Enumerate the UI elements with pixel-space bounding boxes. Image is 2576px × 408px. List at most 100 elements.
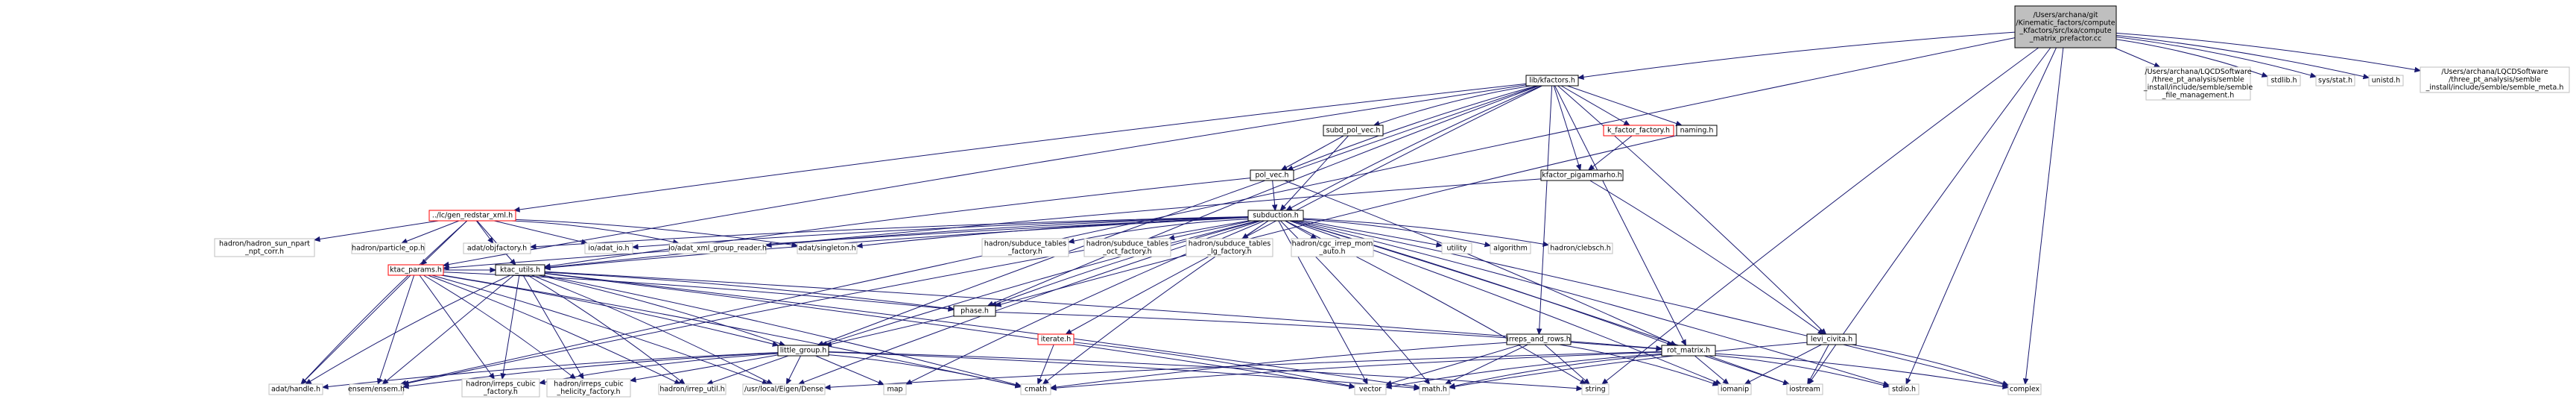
node-label-line: hadron/irreps_cubic xyxy=(466,380,535,388)
edge-root-to-iostream xyxy=(1808,47,2051,386)
node-ktacutils[interactable]: ktac_utils.h xyxy=(495,264,545,276)
node-littlegroup[interactable]: little_group.h xyxy=(777,345,829,357)
node-box xyxy=(2267,75,2301,87)
node-box xyxy=(1540,169,1624,181)
edge-ktacutils-to-eigen xyxy=(531,274,773,385)
node-label-line: /Users/archana/LQCDSoftware xyxy=(2145,68,2251,76)
node-box xyxy=(1888,383,1920,395)
node-stdlib: stdlib.h xyxy=(2267,75,2301,87)
edge-libkfactors-to-naming xyxy=(1567,85,1683,127)
node-iterates[interactable]: iterate.h xyxy=(1037,333,1075,345)
node-box xyxy=(658,383,727,395)
node-label-line: io/adat_io.h xyxy=(588,245,629,253)
edge-subdpolvec-to-subduction xyxy=(1279,135,1349,211)
node-particleop: hadron/particle_op.h xyxy=(351,242,425,254)
node-label-line: phase.h xyxy=(961,307,989,316)
node-label-line: /Users/archana/LQCDSoftware xyxy=(2441,68,2548,76)
edge-subduction-to-rotmatrix xyxy=(1291,220,1674,346)
node-label-line: _install/include/semble/semble xyxy=(2143,84,2253,92)
edge-root-to-semble_file xyxy=(2114,47,2161,68)
node-subdpolvec[interactable]: subd_pol_vec.h xyxy=(1323,125,1384,136)
edge-root-to-ensem xyxy=(399,37,2016,386)
node-box xyxy=(777,345,829,357)
edge-rotmatrix-to-cmath xyxy=(1049,351,1662,391)
node-label-line: _factory.h xyxy=(1007,248,1042,256)
edge-root-to-string xyxy=(1601,47,2039,385)
node-label-line: iomanip xyxy=(1721,386,1749,394)
edge-libkfactors-to-kfactorpi xyxy=(1553,85,1582,172)
node-box xyxy=(546,378,631,398)
node-label-line: naming.h xyxy=(1680,127,1714,135)
node-naming[interactable]: naming.h xyxy=(1676,125,1718,136)
edge-libkfactors-to-ktacparams xyxy=(442,84,1527,268)
node-libkfactors[interactable]: lib/kfactors.h xyxy=(1525,75,1579,87)
edge-ktacparams-to-ensem xyxy=(377,274,415,386)
node-box xyxy=(1323,125,1384,136)
node-label-line: ensem/ensem.h xyxy=(348,386,405,394)
edge-ktacparams-to-littlegroup xyxy=(440,274,779,347)
node-levicivita[interactable]: levi_civita.h xyxy=(1806,333,1857,345)
edge-libkfactors-to-irrepsrows xyxy=(1536,85,1553,336)
node-utility: utility xyxy=(1441,242,1472,254)
edge-kfactor-to-kfactorpi xyxy=(1587,135,1633,171)
node-box xyxy=(2420,66,2570,93)
node-redstar[interactable]: ../lc/gen_redstar_xml.h xyxy=(428,210,516,222)
edge-ktacutils-to-ensem xyxy=(382,274,514,385)
node-label-line: vector xyxy=(1359,386,1382,394)
edge-redstar-to-objfactory xyxy=(475,220,494,245)
node-label-line: lib/kfactors.h xyxy=(1529,77,1575,85)
edge-rotmatrix-to-mathh xyxy=(1448,354,1662,389)
node-label-line: stdlib.h xyxy=(2270,77,2297,85)
edge-libkfactors-to-rotmatrix xyxy=(1554,85,1687,347)
edge-ktacutils-to-phase xyxy=(544,272,955,312)
node-box xyxy=(584,242,633,254)
node-kfactor[interactable]: k_factor_factory.h xyxy=(1603,125,1674,136)
node-box xyxy=(883,383,907,395)
node-irrepsrows[interactable]: irreps_and_rows.h xyxy=(1506,333,1572,345)
edge-root-to-complex xyxy=(2022,47,2064,386)
node-box xyxy=(349,383,404,395)
edge-subduction-to-complex xyxy=(1298,220,2010,387)
node-label-line: levi_civita.h xyxy=(1811,336,1852,344)
node-hadronsun: hadron/hadron_sun_npart_npt_corr.h xyxy=(214,238,315,257)
node-label-line: _matrix_prefactor.cc xyxy=(2029,34,2101,43)
node-root[interactable]: /Users/archana/git/Kinematic_factors/com… xyxy=(2014,5,2117,48)
node-polvec[interactable]: pol_vec.h xyxy=(1250,169,1294,181)
node-label-line: /three_pt_analysis/semble xyxy=(2152,75,2244,84)
edge-littlegroup-to-string xyxy=(828,351,1583,392)
node-label-line: hadron/particle_op.h xyxy=(352,245,425,253)
node-kfactorpi[interactable]: kfactor_pigammarho.h xyxy=(1540,169,1624,181)
node-subduction[interactable]: subduction.h xyxy=(1247,210,1304,222)
node-label-line: ../lc/gen_redstar_xml.h xyxy=(432,212,513,220)
node-eigen: /usr/local/Eigen/Dense xyxy=(742,383,826,395)
edge-littlegroup-to-ensem xyxy=(402,352,779,389)
edge-levicivita-to-iostream xyxy=(1807,344,1829,386)
node-objfactory: adat/objfactory.h xyxy=(463,242,531,254)
node-box xyxy=(1247,210,1304,222)
node-box xyxy=(1020,383,1051,395)
node-label-line: _factory.h xyxy=(483,388,518,396)
node-ktacparams[interactable]: ktac_params.h xyxy=(387,264,444,276)
node-box xyxy=(2007,383,2042,395)
node-box xyxy=(387,264,444,276)
node-box xyxy=(1037,333,1075,345)
edge-root-to-libkfactors xyxy=(1577,31,2016,81)
edge-subdpolvec-to-polvec xyxy=(1280,135,1344,171)
node-iomanip: iomanip xyxy=(1718,383,1752,395)
node-label-line: /Users/archana/git xyxy=(2033,11,2098,19)
node-box xyxy=(1806,333,1857,345)
node-label-line: pol_vec.h xyxy=(1256,172,1289,180)
node-phase[interactable]: phase.h xyxy=(953,305,996,317)
node-box xyxy=(981,238,1069,257)
node-label-line: iostream xyxy=(1789,386,1820,394)
node-label-line: _helicity_factory.h xyxy=(557,388,621,396)
edge-ktacparams-to-eigen xyxy=(431,274,769,385)
node-mathh: math.h xyxy=(1419,383,1450,395)
node-box xyxy=(1581,383,1610,395)
edge-polvec-to-rotmatrix xyxy=(1284,180,1677,346)
edge-littlegroup-to-eigen xyxy=(785,355,801,386)
node-clebsch: hadron/clebsch.h xyxy=(1548,242,1613,254)
node-box xyxy=(1354,383,1387,395)
node-box xyxy=(214,238,315,257)
node-rotmatrix[interactable]: rot_matrix.h xyxy=(1661,345,1716,357)
